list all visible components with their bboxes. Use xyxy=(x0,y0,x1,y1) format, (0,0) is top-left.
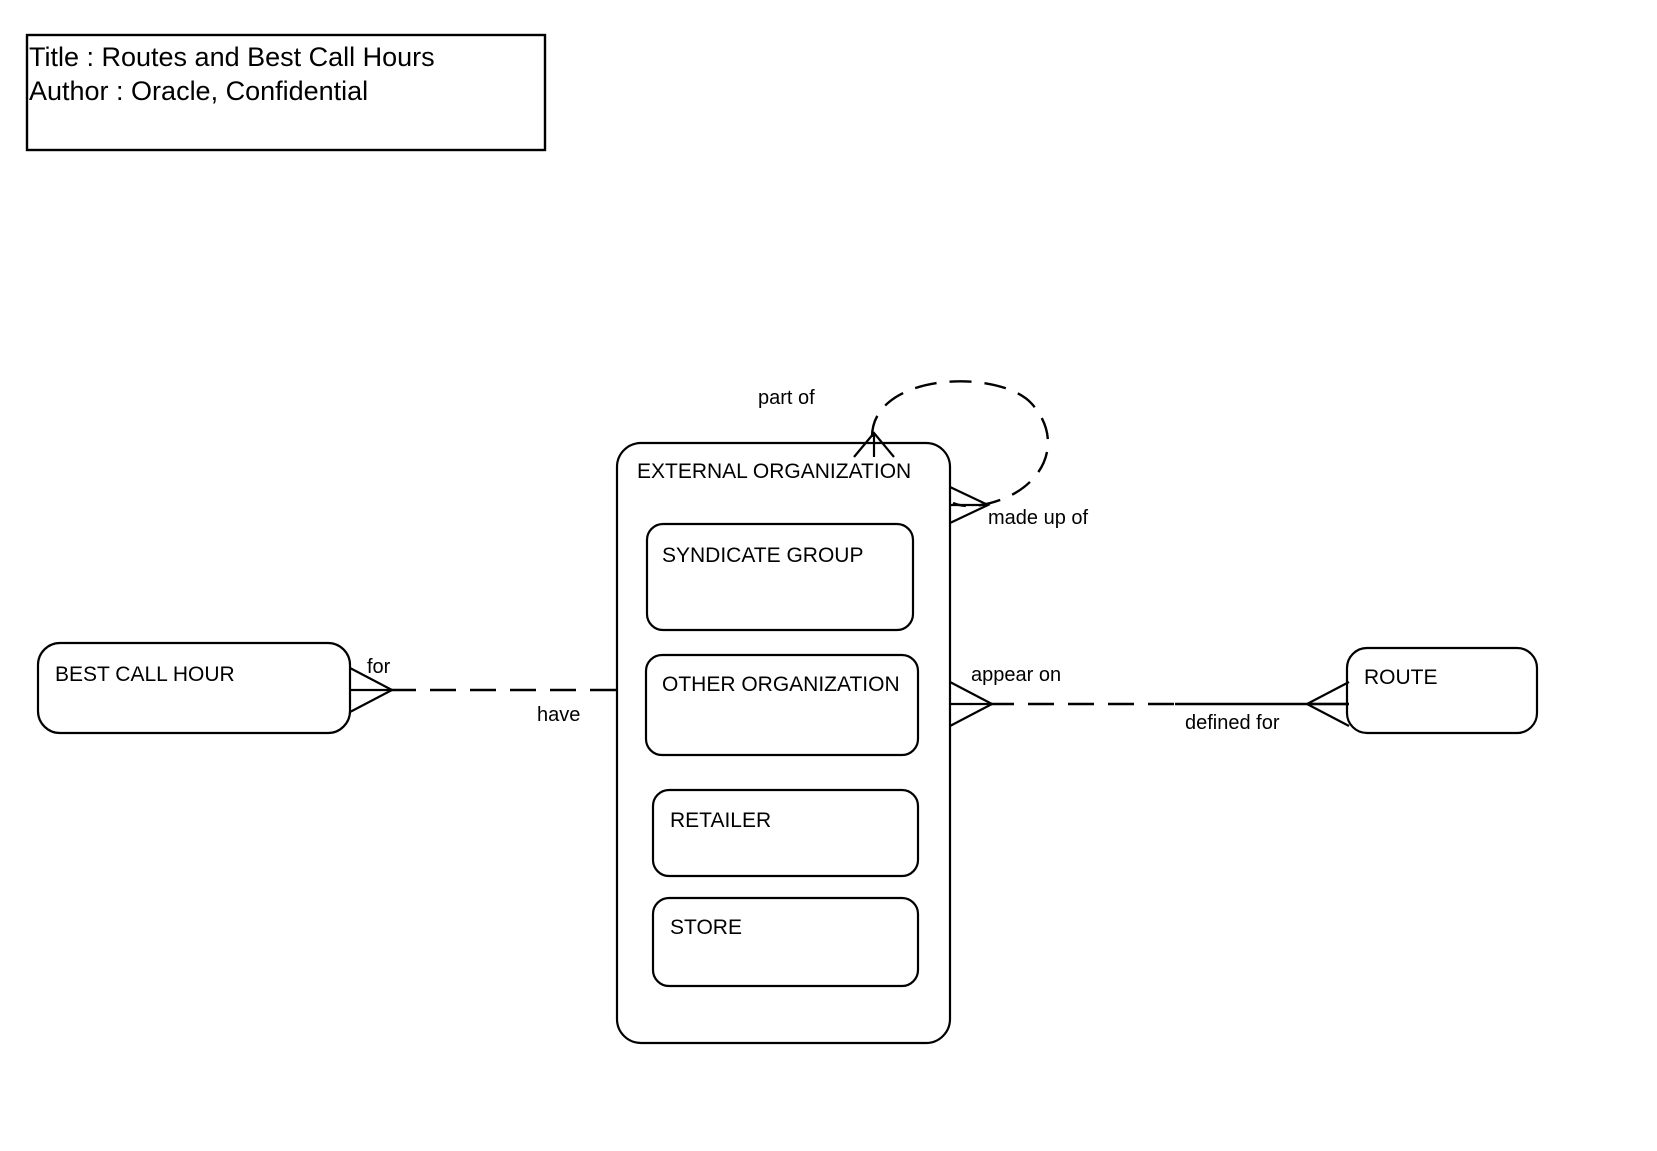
crowfoot-external-organization-route xyxy=(949,681,995,727)
author-line: Author : Oracle, Confidential xyxy=(29,76,368,106)
relationship-label-part-of: part of xyxy=(758,387,815,409)
sub-entity-store[interactable] xyxy=(651,896,920,988)
entity-best-call-hour[interactable] xyxy=(36,641,352,735)
title-line: Title : Routes and Best Call Hours xyxy=(29,42,435,72)
entity-external-organization[interactable] xyxy=(615,441,952,1045)
crowfoot-recursive-part-of xyxy=(853,431,895,458)
sub-entity-label-other-organization: OTHER ORGANIZATION xyxy=(662,673,900,696)
sub-entity-label-store: STORE xyxy=(670,916,742,939)
entity-label-external-organization: EXTERNAL ORGANIZATION xyxy=(637,460,911,483)
sub-entity-label-syndicate-group: SYNDICATE GROUP xyxy=(662,544,863,567)
crowfoot-route xyxy=(1304,681,1350,727)
sub-entity-other-organization[interactable] xyxy=(644,653,920,757)
relationship-label-made-up-of: made up of xyxy=(988,507,1089,529)
relationship-label-defined-for: defined for xyxy=(1185,712,1280,734)
relationship-label-for: for xyxy=(367,656,391,678)
crowfoot-best-call-hour xyxy=(349,667,395,713)
relationship-label-appear-on: appear on xyxy=(971,664,1061,686)
sub-entity-retailer[interactable] xyxy=(651,788,920,878)
entity-label-best-call-hour: BEST CALL HOUR xyxy=(55,663,235,686)
sub-entity-label-retailer: RETAILER xyxy=(670,809,771,832)
entity-route[interactable] xyxy=(1345,646,1539,735)
relationship-label-have: have xyxy=(537,704,580,726)
title-box-border xyxy=(25,33,547,152)
sub-entity-syndicate-group[interactable] xyxy=(645,522,915,632)
crowfoot-recursive-made-up-of xyxy=(949,486,991,524)
entity-label-route: ROUTE xyxy=(1364,666,1438,689)
